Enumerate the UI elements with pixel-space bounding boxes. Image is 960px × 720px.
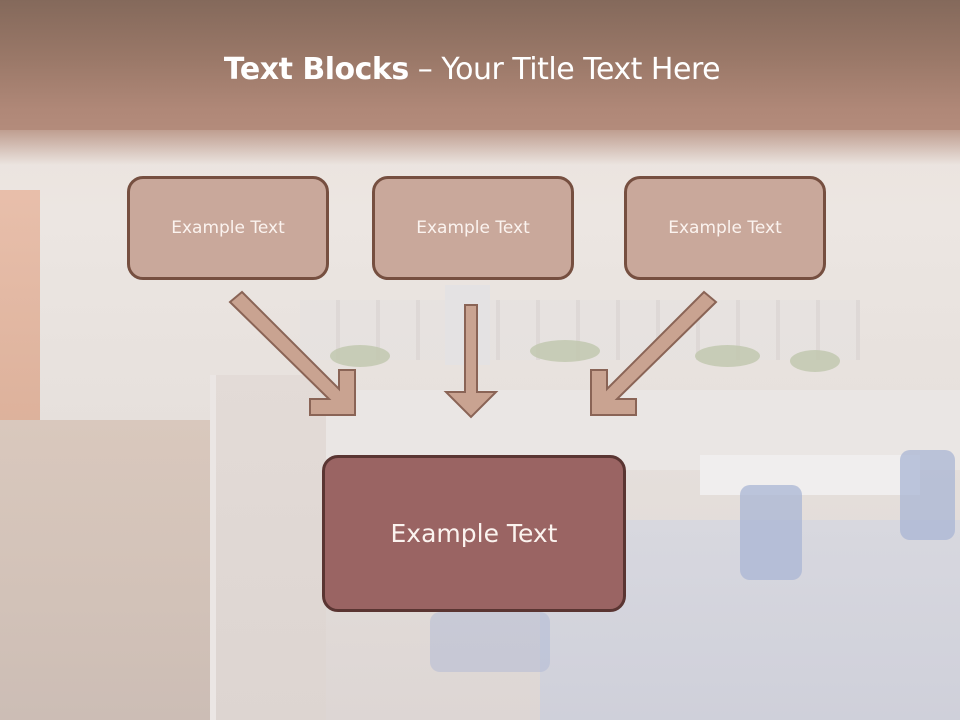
background-plant: [790, 350, 840, 372]
background-wall: [0, 190, 40, 450]
title-light: Your Title Text Here: [441, 52, 721, 87]
background-plant: [695, 345, 760, 367]
background-plant: [530, 340, 600, 362]
text-block-2[interactable]: Example Text: [372, 176, 574, 280]
title-bar: [0, 0, 960, 130]
title-bar-fade: [0, 125, 960, 165]
text-block-3-label: Example Text: [668, 218, 782, 238]
background-desk: [700, 455, 920, 495]
text-block-3[interactable]: Example Text: [624, 176, 826, 280]
slide-title: Text Blocks – Your Title Text Here: [0, 52, 944, 87]
arrow-down-right-icon: [228, 290, 356, 416]
text-block-1-label: Example Text: [171, 218, 285, 238]
text-block-2-label: Example Text: [416, 218, 530, 238]
background-chair: [430, 612, 550, 672]
result-block[interactable]: Example Text: [322, 455, 626, 612]
title-bold: Text Blocks: [223, 52, 409, 87]
arrow-down-icon: [443, 304, 499, 419]
background-chair: [740, 485, 802, 580]
background-plant: [330, 345, 390, 367]
title-separator: –: [408, 52, 442, 87]
result-block-label: Example Text: [390, 519, 558, 548]
background-floor: [0, 420, 240, 720]
text-block-1[interactable]: Example Text: [127, 176, 329, 280]
background-cubicle-panel: [210, 375, 326, 720]
background-chair: [900, 450, 955, 540]
arrow-down-left-icon: [590, 290, 718, 416]
